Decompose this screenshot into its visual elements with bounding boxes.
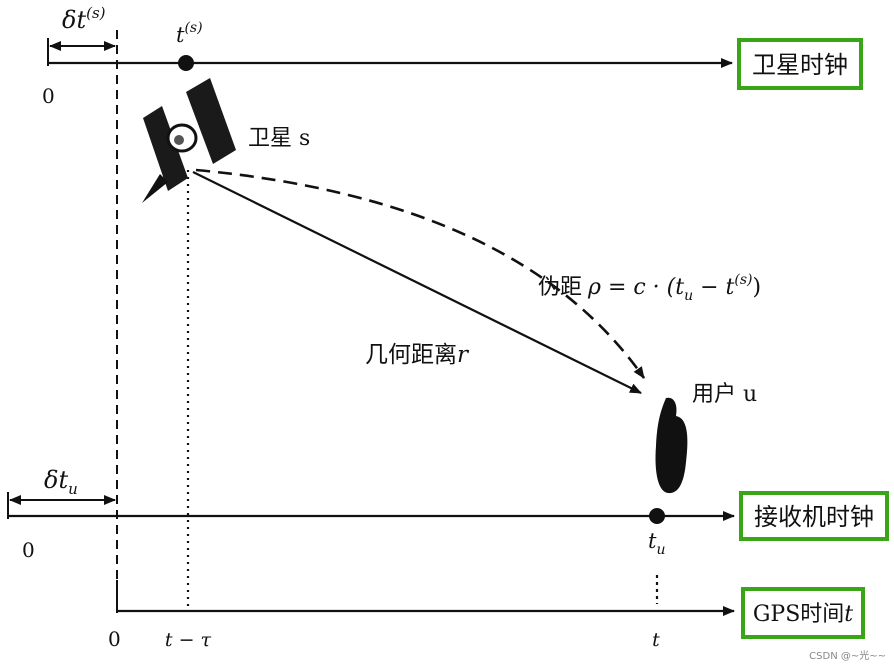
satellite-icon — [142, 78, 236, 203]
receiver-clock-offset-label: δtu — [44, 466, 78, 498]
gps-time-label-box: GPS时间t — [741, 587, 865, 639]
receiver-clock-label-box: 接收机时钟 — [739, 491, 889, 541]
gps-time-label: GPS时间t — [753, 602, 853, 627]
gps-time-timeline: 0 t − τ t GPS时间t — [108, 580, 865, 651]
satellite-transmit-point — [178, 55, 194, 71]
receiver-receive-label: tu — [648, 529, 665, 558]
watermark: CSDN @~光~~ — [809, 651, 886, 662]
receiver-receive-point — [649, 508, 665, 524]
satellite-clock-offset-label: δt(s) — [62, 4, 106, 34]
user-receiver-icon — [655, 397, 688, 494]
gps-time-transmit-tick-label: t − τ — [165, 629, 212, 651]
satellite-antenna — [142, 174, 168, 203]
receiver-clock-origin-label: 0 — [22, 538, 35, 562]
receiver-clock-timeline: 0 δtu tu 接收机时钟 — [7, 466, 889, 562]
geometric-distance-label: 几何距离r — [365, 342, 470, 368]
gps-time-origin-label: 0 — [108, 627, 121, 651]
satellite-clock-timeline: 0 δt(s) t(s) 卫星时钟 — [42, 4, 863, 108]
satellite-clock-origin-label: 0 — [42, 84, 55, 108]
geometric-distance-arrow — [192, 171, 642, 394]
pseudorange-arrow — [195, 168, 646, 379]
satellite-clock-label: 卫星时钟 — [752, 51, 848, 79]
user-label: 用户 u — [692, 382, 757, 407]
satellite-label: 卫星 s — [248, 126, 310, 151]
satellite-clock-label-box: 卫星时钟 — [737, 38, 863, 90]
satellite-panel-right — [186, 78, 236, 164]
satellite-transmit-label: t(s) — [176, 20, 203, 47]
receiver-clock-label: 接收机时钟 — [754, 503, 874, 531]
gps-time-receive-tick-label: t — [652, 629, 660, 651]
satellite-panel-left — [143, 106, 188, 191]
